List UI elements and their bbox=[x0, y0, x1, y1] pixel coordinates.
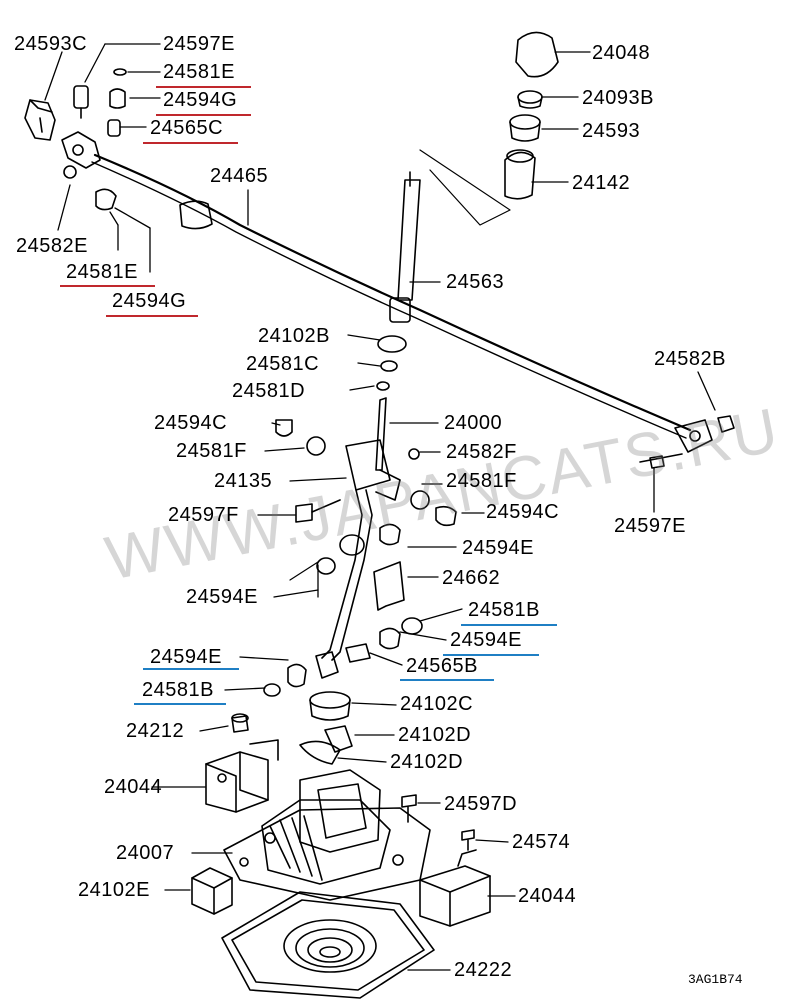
red-underline bbox=[156, 86, 251, 88]
blue-underline bbox=[461, 624, 557, 626]
screws bbox=[401, 794, 475, 851]
label-24581C[interactable]: 24581C bbox=[246, 353, 320, 375]
blue-underline bbox=[134, 703, 226, 705]
shift-housing bbox=[223, 769, 431, 901]
label-24574[interactable]: 24574 bbox=[512, 831, 571, 853]
label-24102E[interactable]: 24102E bbox=[78, 879, 150, 901]
label-24594C-left[interactable]: 24594C bbox=[154, 412, 228, 434]
shift-cable bbox=[91, 153, 735, 453]
label-24594G-left[interactable]: 24594G bbox=[112, 290, 187, 312]
washers-bushings bbox=[275, 335, 683, 527]
label-24581E-top[interactable]: 24581E bbox=[163, 61, 235, 83]
label-24582F[interactable]: 24582F bbox=[446, 441, 517, 463]
label-24594E-lowleft[interactable]: 24594E bbox=[150, 646, 222, 668]
shift-lever-shaft bbox=[375, 171, 421, 471]
label-24594E-mid[interactable]: 24594E bbox=[462, 537, 534, 559]
label-24582E[interactable]: 24582E bbox=[16, 235, 88, 257]
cable-end-assembly bbox=[24, 68, 127, 211]
label-24597E-right[interactable]: 24597E bbox=[614, 515, 686, 537]
label-24044-left[interactable]: 24044 bbox=[104, 776, 163, 798]
label-24142[interactable]: 24142 bbox=[572, 172, 631, 194]
label-24597E-top[interactable]: 24597E bbox=[163, 33, 235, 55]
label-24594G-top[interactable]: 24594G bbox=[163, 89, 238, 111]
label-24593C[interactable]: 24593C bbox=[14, 33, 88, 55]
label-24565B[interactable]: 24565B bbox=[406, 655, 478, 677]
label-24594C-right[interactable]: 24594C bbox=[486, 501, 560, 523]
label-24593[interactable]: 24593 bbox=[582, 120, 641, 142]
label-24581D[interactable]: 24581D bbox=[232, 380, 306, 402]
label-24565C[interactable]: 24565C bbox=[150, 117, 224, 139]
label-24212[interactable]: 24212 bbox=[126, 720, 185, 742]
red-underline bbox=[143, 142, 238, 144]
diagram-code: 3AG1B74 bbox=[688, 972, 743, 987]
label-24594E-left[interactable]: 24594E bbox=[186, 586, 258, 608]
label-24597D[interactable]: 24597D bbox=[444, 793, 518, 815]
label-24102D-a[interactable]: 24102D bbox=[398, 724, 472, 746]
label-24582B[interactable]: 24582B bbox=[654, 348, 726, 370]
blue-underline bbox=[400, 679, 494, 681]
label-24048[interactable]: 24048 bbox=[592, 42, 651, 64]
blue-underline bbox=[143, 668, 239, 670]
label-24563[interactable]: 24563 bbox=[446, 271, 505, 293]
lower-shift-lever bbox=[263, 439, 423, 697]
cover-pad bbox=[191, 867, 233, 915]
label-24581F-left[interactable]: 24581F bbox=[176, 440, 247, 462]
red-underline bbox=[156, 114, 251, 116]
label-24102D-b[interactable]: 24102D bbox=[390, 751, 464, 773]
red-underline bbox=[106, 315, 198, 317]
lever-bushings bbox=[231, 691, 353, 765]
label-24102B[interactable]: 24102B bbox=[258, 325, 330, 347]
label-24581F-right[interactable]: 24581F bbox=[446, 470, 517, 492]
label-24597F[interactable]: 24597F bbox=[168, 504, 239, 526]
label-24102C[interactable]: 24102C bbox=[400, 693, 474, 715]
label-24594E-right[interactable]: 24594E bbox=[450, 629, 522, 651]
brackets bbox=[205, 739, 491, 927]
label-24000[interactable]: 24000 bbox=[444, 412, 503, 434]
boot-plate bbox=[221, 891, 435, 999]
label-24135[interactable]: 24135 bbox=[214, 470, 273, 492]
label-24581E-left[interactable]: 24581E bbox=[66, 261, 138, 283]
label-24581B-right[interactable]: 24581B bbox=[468, 599, 540, 621]
label-24581B-left[interactable]: 24581B bbox=[142, 679, 214, 701]
blue-underline bbox=[443, 654, 539, 656]
label-24662[interactable]: 24662 bbox=[442, 567, 501, 589]
label-24007[interactable]: 24007 bbox=[116, 842, 175, 864]
shift-knob-assembly bbox=[504, 31, 559, 200]
label-24222[interactable]: 24222 bbox=[454, 959, 513, 981]
red-underline bbox=[60, 285, 155, 287]
label-24093B[interactable]: 24093B bbox=[582, 87, 654, 109]
label-24465[interactable]: 24465 bbox=[210, 165, 269, 187]
label-24044-right[interactable]: 24044 bbox=[518, 885, 577, 907]
